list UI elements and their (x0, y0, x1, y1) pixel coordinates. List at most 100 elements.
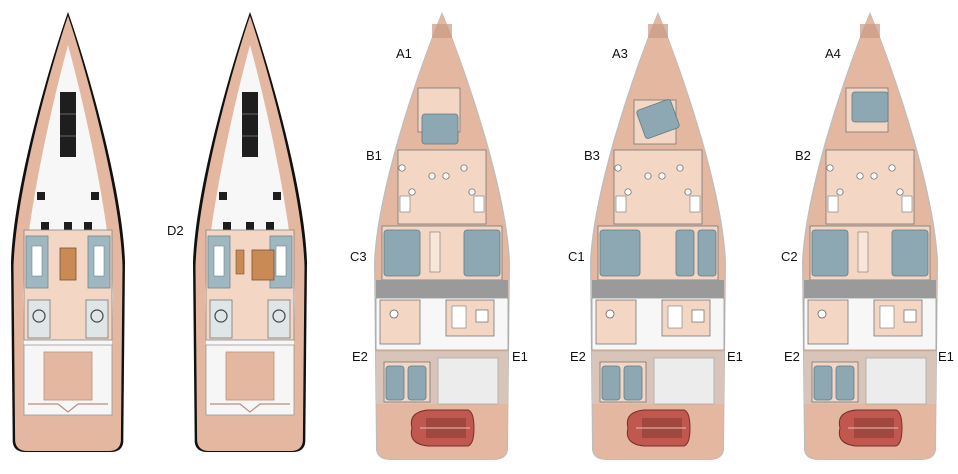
forepeak (432, 24, 452, 38)
fore-cabin-bed (421, 113, 459, 145)
interior-plan-1 (374, 12, 510, 460)
sink-1 (836, 188, 844, 196)
forepeak (860, 24, 880, 38)
helm-station-starboard (85, 299, 109, 339)
sink-0 (826, 164, 834, 172)
sink-5 (442, 172, 450, 180)
label-e1-3: E1 (938, 349, 954, 364)
wc (389, 309, 399, 319)
galley-stairs (451, 305, 467, 329)
companionway-stairs (429, 231, 441, 273)
deck-hatch-3 (266, 222, 274, 230)
sink-5 (658, 172, 666, 180)
deck-hatch-0 (219, 192, 227, 200)
sink-1 (624, 188, 632, 196)
fore-hatch (60, 92, 76, 157)
label-c1: C1 (568, 249, 585, 264)
label-c2: C2 (781, 249, 798, 264)
label-b2: B2 (795, 148, 811, 163)
saloon-bulkhead (592, 280, 724, 298)
tender-garage (437, 357, 499, 405)
companionway-stairs (857, 231, 869, 273)
mid-bed-port (811, 229, 849, 277)
fore-cabin-bed (851, 91, 889, 123)
deck-hatch-1 (91, 192, 99, 200)
helm-station-port (209, 299, 233, 339)
sink-0 (398, 164, 406, 172)
helm-wheel-port (214, 309, 228, 323)
heads-block (613, 149, 703, 225)
label-e2-2: E2 (570, 349, 586, 364)
sink-0 (614, 164, 622, 172)
saloon-bulkhead (804, 280, 936, 298)
deck-hatch-4 (246, 222, 254, 230)
mid-bunk-2 (697, 229, 717, 277)
deck-hatch-2 (41, 222, 49, 230)
heads-block (397, 149, 487, 225)
label-a1: A1 (396, 46, 412, 61)
label-c3: C3 (350, 249, 367, 264)
sink-1 (408, 188, 416, 196)
sink-3 (896, 188, 904, 196)
label-b1: B1 (366, 148, 382, 163)
mid-bed-port (383, 229, 421, 277)
aft-bunk-1 (601, 365, 621, 401)
aft-bunk-1 (385, 365, 405, 401)
galley-port (379, 299, 421, 345)
aft-bunk-2 (623, 365, 643, 401)
label-a3: A3 (612, 46, 628, 61)
galley-port (595, 299, 637, 345)
sink-4 (644, 172, 652, 180)
shower-port (827, 195, 839, 213)
tender-garage (865, 357, 927, 405)
sink-2 (676, 164, 684, 172)
sink-2 (460, 164, 468, 172)
cockpit-table (251, 249, 275, 281)
deck-hatch-4 (64, 222, 72, 230)
sink-3 (684, 188, 692, 196)
side-table (235, 249, 245, 275)
fore-hatch (242, 92, 258, 157)
garage-hatch (225, 351, 275, 401)
sink-2 (888, 164, 896, 172)
transom-step (210, 403, 290, 413)
garage-hatch (43, 351, 93, 401)
forepeak (648, 24, 668, 38)
aft-bunk-1 (813, 365, 833, 401)
sink-5 (870, 172, 878, 180)
label-e1-1: E1 (512, 349, 528, 364)
wc (605, 309, 615, 319)
mid-bunk-1 (675, 229, 695, 277)
saloon-bulkhead (376, 280, 508, 298)
aft-bunk-2 (407, 365, 427, 401)
helm-station-port (27, 299, 51, 339)
galley-stairs (667, 305, 683, 329)
mid-bed-port (599, 229, 641, 277)
deck-hatch-3 (84, 222, 92, 230)
deck-plan-1 (11, 12, 125, 452)
shower-starboard (473, 195, 485, 213)
label-e2-3: E2 (784, 349, 800, 364)
interior-plan-3 (802, 12, 938, 460)
deck-hatch-0 (37, 192, 45, 200)
deck-hatch-2 (223, 222, 231, 230)
fore-cabin-bed (636, 99, 680, 139)
cooktop (475, 309, 489, 323)
label-d2: D2 (167, 223, 184, 238)
helm-wheel-port (32, 309, 46, 323)
cooktop (691, 309, 705, 323)
galley-port (807, 299, 849, 345)
shower-starboard (901, 195, 913, 213)
helm-wheel-starboard (90, 309, 104, 323)
shower-starboard (689, 195, 701, 213)
label-e1-2: E1 (727, 349, 743, 364)
helm-wheel-starboard (272, 309, 286, 323)
shower-port (615, 195, 627, 213)
transom-step (28, 403, 108, 413)
cockpit-table (59, 247, 77, 281)
mid-bed-starboard (463, 229, 501, 277)
aft-bunk-2 (835, 365, 855, 401)
label-e2-1: E2 (352, 349, 368, 364)
deck-plan-2 (193, 12, 307, 452)
